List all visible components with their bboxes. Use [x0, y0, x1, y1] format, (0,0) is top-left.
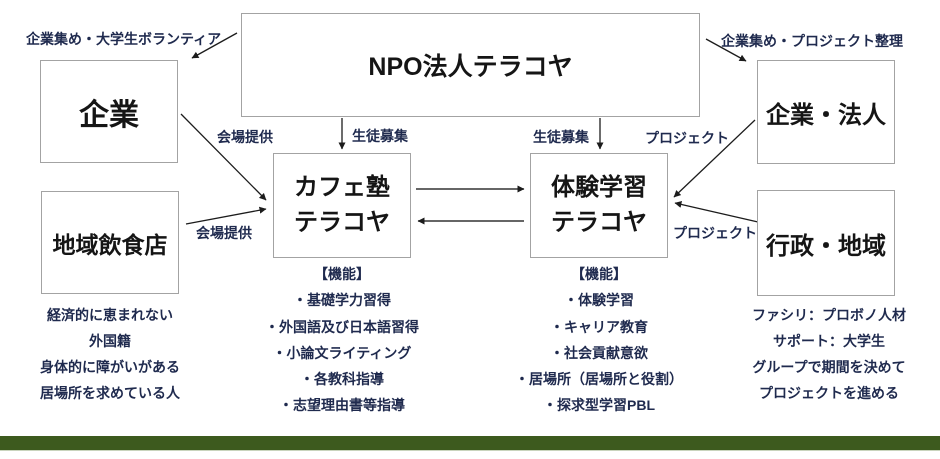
edge-label-seito-boshu-right: 生徒募集 — [533, 129, 589, 145]
note-line: サポート：大学生 — [773, 333, 885, 349]
cafe-function-heading: 【機能】 — [314, 266, 370, 282]
note-line: グループで期間を決めて — [752, 359, 906, 375]
node-taiken-label: 体験学習 テラコヤ — [551, 171, 647, 241]
facilitator-note: ファシリ：プロボノ人材 サポート：大学生 グループで期間を決めて プロジェクトを… — [718, 302, 940, 406]
arrow-npo-to-kigyo — [191, 32, 238, 59]
edge-label-project-lower: プロジェクト — [673, 225, 757, 241]
edge-label-kaijo-teikyo-lower: 会場提供 — [196, 225, 252, 241]
node-chiiki-label: 地域飲食店 — [52, 231, 168, 258]
list-item: ・基礎学力習得 — [293, 292, 391, 309]
cafe-function-list: 【機能】 ・基礎学力習得 ・外国語及び日本語習得 ・小論文ライティング ・各教科… — [232, 261, 452, 419]
node-kigyo-label: 企業 — [79, 98, 139, 132]
arrow-kigyo-hojin-to-taiken — [673, 119, 756, 198]
list-item: ・社会貢献意欲 — [550, 344, 648, 361]
node-chiiki-inshokuten: 地域飲食店 — [41, 191, 179, 294]
node-taiken-line2: テラコヤ — [551, 208, 647, 236]
list-item: ・各教科指導 — [300, 371, 384, 388]
footer-green-bar — [0, 436, 940, 451]
edge-label-kigyo-atsume-project-seiri: 企業集め・プロジェクト整理 — [721, 33, 903, 49]
list-item: ・志望理由書等指導 — [279, 397, 405, 414]
note-line: 居場所を求めている人 — [40, 385, 180, 401]
list-item: ・外国語及び日本語習得 — [265, 318, 419, 335]
node-kigyo-hojin-label: 企業・法人 — [766, 101, 886, 129]
list-item: ・探求型学習PBL — [543, 397, 655, 414]
edge-label-project-upper: プロジェクト — [645, 130, 729, 146]
node-kigyo-hojin: 企業・法人 — [757, 60, 895, 164]
taiken-function-list: 【機能】 ・体験学習 ・キャリア教育 ・社会貢献意欲 ・居場所（居場所と役割） … — [489, 261, 709, 419]
node-npo-label: NPO法人テラコヤ — [368, 53, 573, 81]
list-item: ・体験学習 — [564, 292, 634, 309]
edge-label-kigyo-atsume-volunteer: 企業集め・大学生ボランティア — [26, 31, 222, 47]
node-taiken-line1: 体験学習 — [551, 173, 647, 201]
node-gyosei-chiiki: 行政・地域 — [757, 190, 895, 296]
arrow-kigyo-to-cafe — [180, 113, 267, 201]
list-item: ・小論文ライティング — [272, 344, 412, 361]
node-cafe-juku-terakoya: カフェ塾 テラコヤ — [273, 153, 411, 258]
node-cafe-line1: カフェ塾 — [294, 173, 390, 201]
node-kigyo: 企業 — [40, 60, 178, 163]
note-line: ファシリ：プロボノ人材 — [752, 307, 906, 323]
target-audience-note: 経済的に恵まれない 外国籍 身体的に障がいがある 居場所を求めている人 — [10, 302, 210, 406]
edge-label-seito-boshu-left: 生徒募集 — [352, 128, 408, 144]
edge-label-kaijo-teikyo-upper: 会場提供 — [217, 129, 273, 145]
note-line: 身体的に障がいがある — [40, 359, 180, 375]
note-line: 経済的に恵まれない — [47, 307, 173, 323]
node-cafe-line2: テラコヤ — [294, 208, 390, 236]
note-line: 外国籍 — [89, 333, 131, 349]
arrow-inshokuten-to-cafe — [185, 206, 267, 225]
node-taiken-gakushu-terakoya: 体験学習 テラコヤ — [530, 153, 668, 258]
note-line: プロジェクトを進める — [759, 385, 899, 401]
taiken-function-heading: 【機能】 — [571, 266, 627, 282]
node-cafe-label: カフェ塾 テラコヤ — [294, 171, 390, 241]
node-npo-terakoya: NPO法人テラコヤ — [241, 13, 700, 117]
list-item: ・居場所（居場所と役割） — [515, 371, 683, 388]
arrow-npo-to-kigyo-hojin — [705, 38, 747, 62]
arrow-gyosei-to-taiken — [674, 201, 759, 223]
list-item: ・キャリア教育 — [550, 318, 648, 335]
node-gyosei-label: 行政・地域 — [766, 232, 886, 260]
